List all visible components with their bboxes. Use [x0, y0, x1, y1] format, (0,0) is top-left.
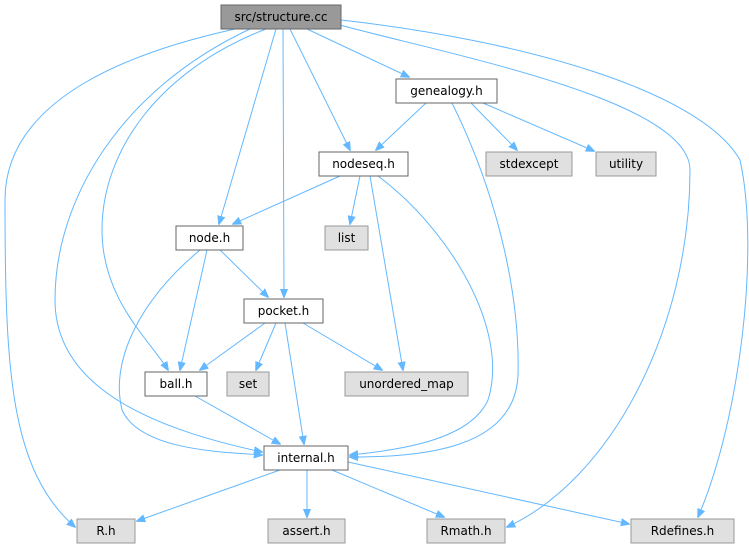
- edge-pocket-to-set: [256, 322, 277, 370]
- node-internal[interactable]: internal.h: [263, 445, 349, 471]
- edge-internal-to-Rdefines: [347, 461, 629, 524]
- node-label: ball.h: [159, 377, 192, 391]
- edge-pocket-to-ball: [200, 322, 266, 370]
- node-box: [226, 371, 270, 397]
- node-box: [220, 4, 342, 30]
- edge-structure-to-node: [219, 28, 277, 224]
- node-label: nodeseq.h: [332, 157, 395, 171]
- edge-structure-to-internal: [54, 28, 262, 452]
- node-R: R.h: [76, 518, 136, 544]
- node-Rdefines: Rdefines.h: [630, 518, 735, 544]
- node-label: pocket.h: [258, 304, 310, 318]
- node-label: unordered_map: [359, 377, 454, 391]
- edge-nodeseq-to-node: [233, 175, 341, 224]
- edge-genealogy-to-nodeseq: [376, 102, 427, 150]
- edge-nodeseq-to-list: [350, 175, 361, 224]
- node-structure[interactable]: src/structure.cc: [220, 4, 342, 30]
- node-label: Rdefines.h: [651, 524, 715, 538]
- edge-ball-to-internal: [194, 395, 280, 444]
- node-label: R.h: [96, 524, 115, 538]
- node-utility: utility: [595, 151, 657, 177]
- node-label: Rmath.h: [440, 524, 491, 538]
- edge-structure-to-pocket: [283, 28, 284, 297]
- node-box: [144, 371, 208, 397]
- node-box: [426, 518, 506, 544]
- edge-structure-to-R: [4, 28, 236, 527]
- node-box: [595, 151, 657, 177]
- node-box: [395, 78, 498, 104]
- node-box: [263, 445, 349, 471]
- node-label: stdexcept: [500, 157, 559, 171]
- edge-nodeseq-to-internal: [350, 175, 493, 455]
- edges-layer: [4, 19, 749, 527]
- edge-structure-to-Rmath: [335, 23, 691, 527]
- node-label: utility: [609, 157, 643, 171]
- edge-structure-to-Rdefines: [340, 19, 749, 517]
- edge-genealogy-to-internal: [350, 102, 519, 457]
- edge-node-to-pocket: [219, 249, 268, 297]
- node-label: assert.h: [282, 524, 330, 538]
- edge-structure-to-ball: [101, 28, 267, 370]
- node-genealogy[interactable]: genealogy.h: [395, 78, 498, 104]
- node-Rmath: Rmath.h: [426, 518, 506, 544]
- node-label: list: [338, 231, 356, 245]
- node-stdexcept: stdexcept: [485, 151, 573, 177]
- edge-nodeseq-to-unordered_map: [369, 175, 403, 370]
- node-list: list: [324, 225, 369, 251]
- node-node[interactable]: node.h: [175, 225, 244, 251]
- node-box: [344, 371, 469, 397]
- edge-genealogy-to-stdexcept: [470, 102, 517, 150]
- edge-pocket-to-unordered_map: [302, 322, 382, 370]
- node-nodeseq[interactable]: nodeseq.h: [318, 151, 409, 177]
- node-label: src/structure.cc: [234, 10, 327, 24]
- edge-structure-to-nodeseq: [289, 28, 350, 150]
- node-box: [324, 225, 369, 251]
- node-box: [485, 151, 573, 177]
- node-box: [630, 518, 735, 544]
- edge-node-to-internal: [118, 249, 262, 455]
- edge-structure-to-genealogy: [306, 28, 409, 77]
- node-box: [175, 225, 244, 251]
- edge-node-to-ball: [180, 249, 208, 370]
- node-box: [76, 518, 136, 544]
- nodes-layer: src/structure.cc genealogy.h nodeseq.h stde…: [76, 4, 735, 544]
- edge-internal-to-Rmath: [331, 469, 444, 517]
- edge-internal-to-R: [137, 469, 281, 521]
- edge-genealogy-to-utility: [482, 102, 594, 151]
- node-box: [318, 151, 409, 177]
- node-label: internal.h: [277, 451, 334, 465]
- node-label: genealogy.h: [410, 84, 482, 98]
- node-label: set: [239, 377, 258, 391]
- node-assert: assert.h: [267, 518, 346, 544]
- node-unordered-map: unordered_map: [344, 371, 469, 397]
- node-box: [243, 298, 324, 324]
- node-label: node.h: [189, 231, 230, 245]
- node-box: [267, 518, 346, 544]
- node-ball[interactable]: ball.h: [144, 371, 208, 397]
- edge-pocket-to-internal: [284, 322, 304, 444]
- node-pocket[interactable]: pocket.h: [243, 298, 324, 324]
- node-set: set: [226, 371, 270, 397]
